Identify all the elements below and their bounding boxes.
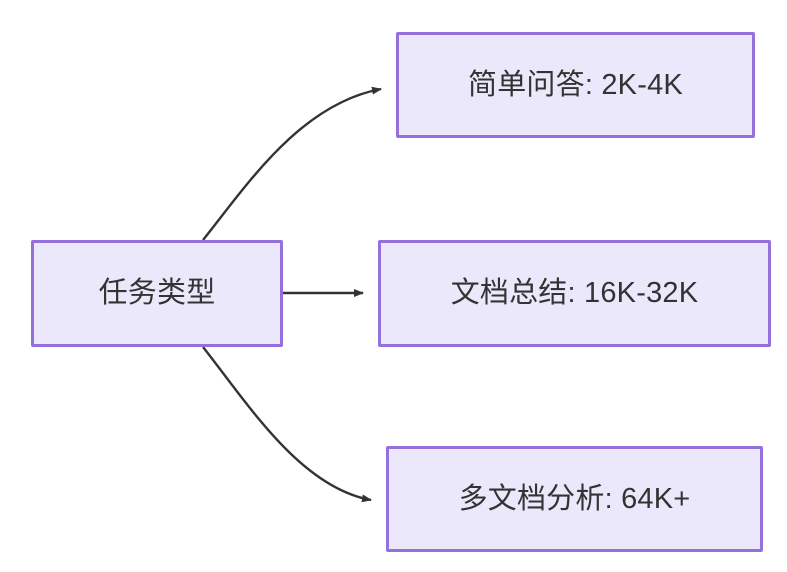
node-task-type[interactable]: 任务类型: [31, 240, 283, 347]
edge-root-to-simple-qa: [202, 86, 382, 241]
node-doc-summary[interactable]: 文档总结: 16K-32K: [378, 240, 771, 347]
node-simple-qa-label: 简单问答: 2K-4K: [468, 68, 683, 101]
node-doc-summary-label: 文档总结: 16K-32K: [450, 277, 699, 310]
node-multi-doc-label: 多文档分析: 64K+: [458, 482, 691, 515]
node-simple-qa[interactable]: 简单问答: 2K-4K: [396, 32, 755, 138]
edge-root-to-multi-doc: [202, 346, 372, 503]
node-multi-doc[interactable]: 多文档分析: 64K+: [386, 446, 763, 552]
node-task-type-label: 任务类型: [98, 277, 216, 310]
